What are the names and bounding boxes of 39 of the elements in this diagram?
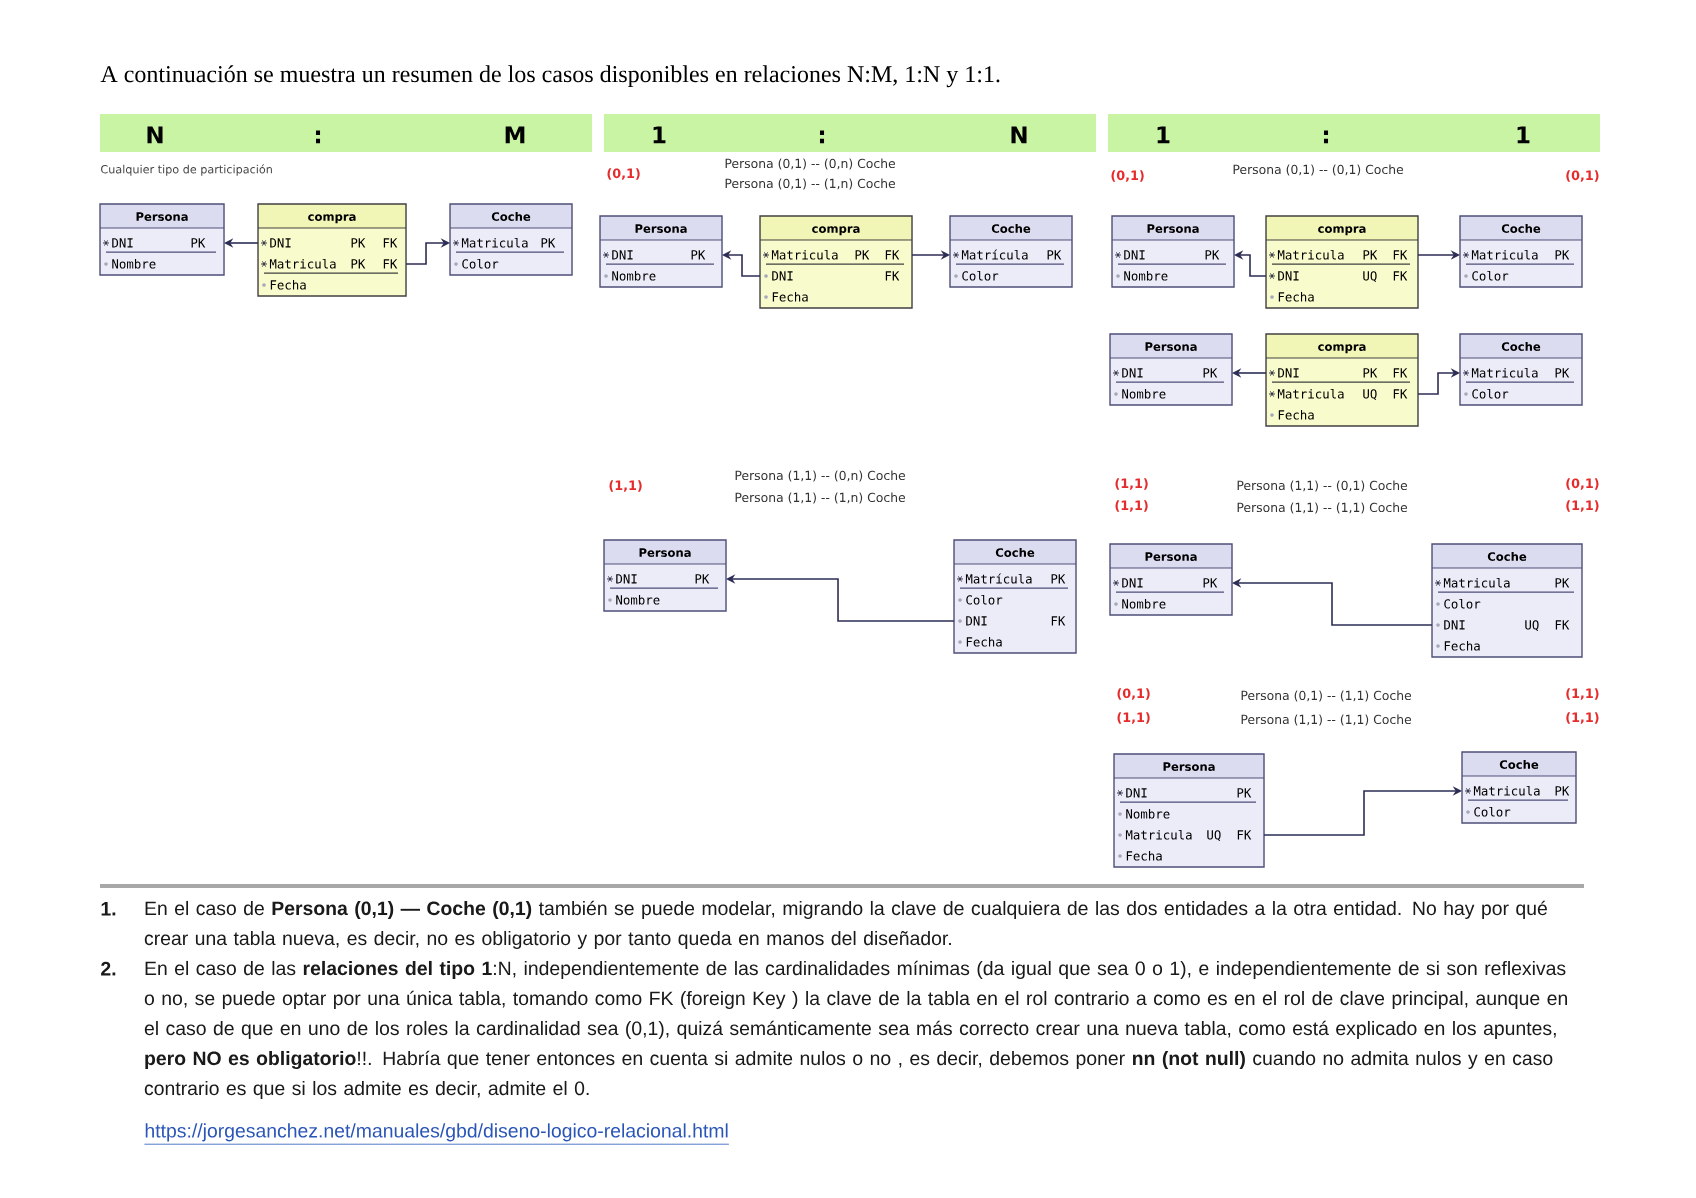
list-number: 2. [101,961,116,976]
table-box [1459,215,1583,288]
band-label: M [505,126,525,144]
band-label: : [316,130,321,144]
table-box [1459,333,1583,406]
arrow [405,238,450,265]
arrow [1263,786,1462,836]
table-box [953,539,1077,654]
section-band [604,114,1096,152]
table-box [1265,333,1419,427]
table-box [1111,215,1235,288]
table-box [257,203,407,297]
section-band [100,114,592,152]
table-box [1113,753,1265,868]
table-box [99,203,225,276]
title: A continuación se muestra un resumen de los casos disponibles en relaciones N:M, 1:N y 1:1. [100,65,1000,88]
band-label: 1 [1157,126,1170,144]
table-box [449,203,573,276]
table-box [1265,215,1419,309]
table-box [759,215,913,309]
note-paragraph: En el caso de las relaciones del tipo 1:N, independientemente de las cardinalidades mínimas (da igual que sea 0 o 1), e independientemente de si son reflexivas o no, se puede optar por una única tabla, tomando como FK (foreign Key ) la clave de la tabla en el rol contrario a como es en el rol de clave principal, aunque en el caso de que en uno de los roles la cardinalidad sea (0,1), quizá semánticamente sea más correcto crear una nueva tabla, como está explicado en los apuntes, pero NO es obligatorio!!. Habría que tener entonces en cuenta si admite nulos o no , es decir, debemos poner nn (not null) cuando no admita nulos y en caso contrario es que si los admite es decir, admite el 0. [144,960,1567,1099]
table-box [599,215,723,288]
band-label: N [1011,126,1027,144]
band-label: : [820,130,825,144]
table-box [1461,751,1577,824]
band-label: N [147,126,163,144]
section-band [1108,114,1600,152]
table-box [1109,543,1233,616]
table-box [603,539,727,612]
table-box [949,215,1073,288]
table-box [1109,333,1233,406]
note-paragraph: En el caso de Persona (0,1) — Coche (0,1) también se puede modelar, migrando la clave de cualquiera de las dos entidades a la otra entidad. No hay por qué crear una tabla nueva, es decir, no es obligatorio y por tanto queda en manos del diseñador. [144,900,1547,949]
link: https://jorgesanchez.net/manuales/gbd/diseno-logico-relacional.html [144,1123,730,1145]
band-label: : [1324,130,1329,144]
band-label: 1 [1517,126,1530,144]
list-number: 1. [101,902,116,916]
band-label: 1 [653,126,666,144]
arrow [1417,368,1460,395]
table-box [1431,543,1583,658]
